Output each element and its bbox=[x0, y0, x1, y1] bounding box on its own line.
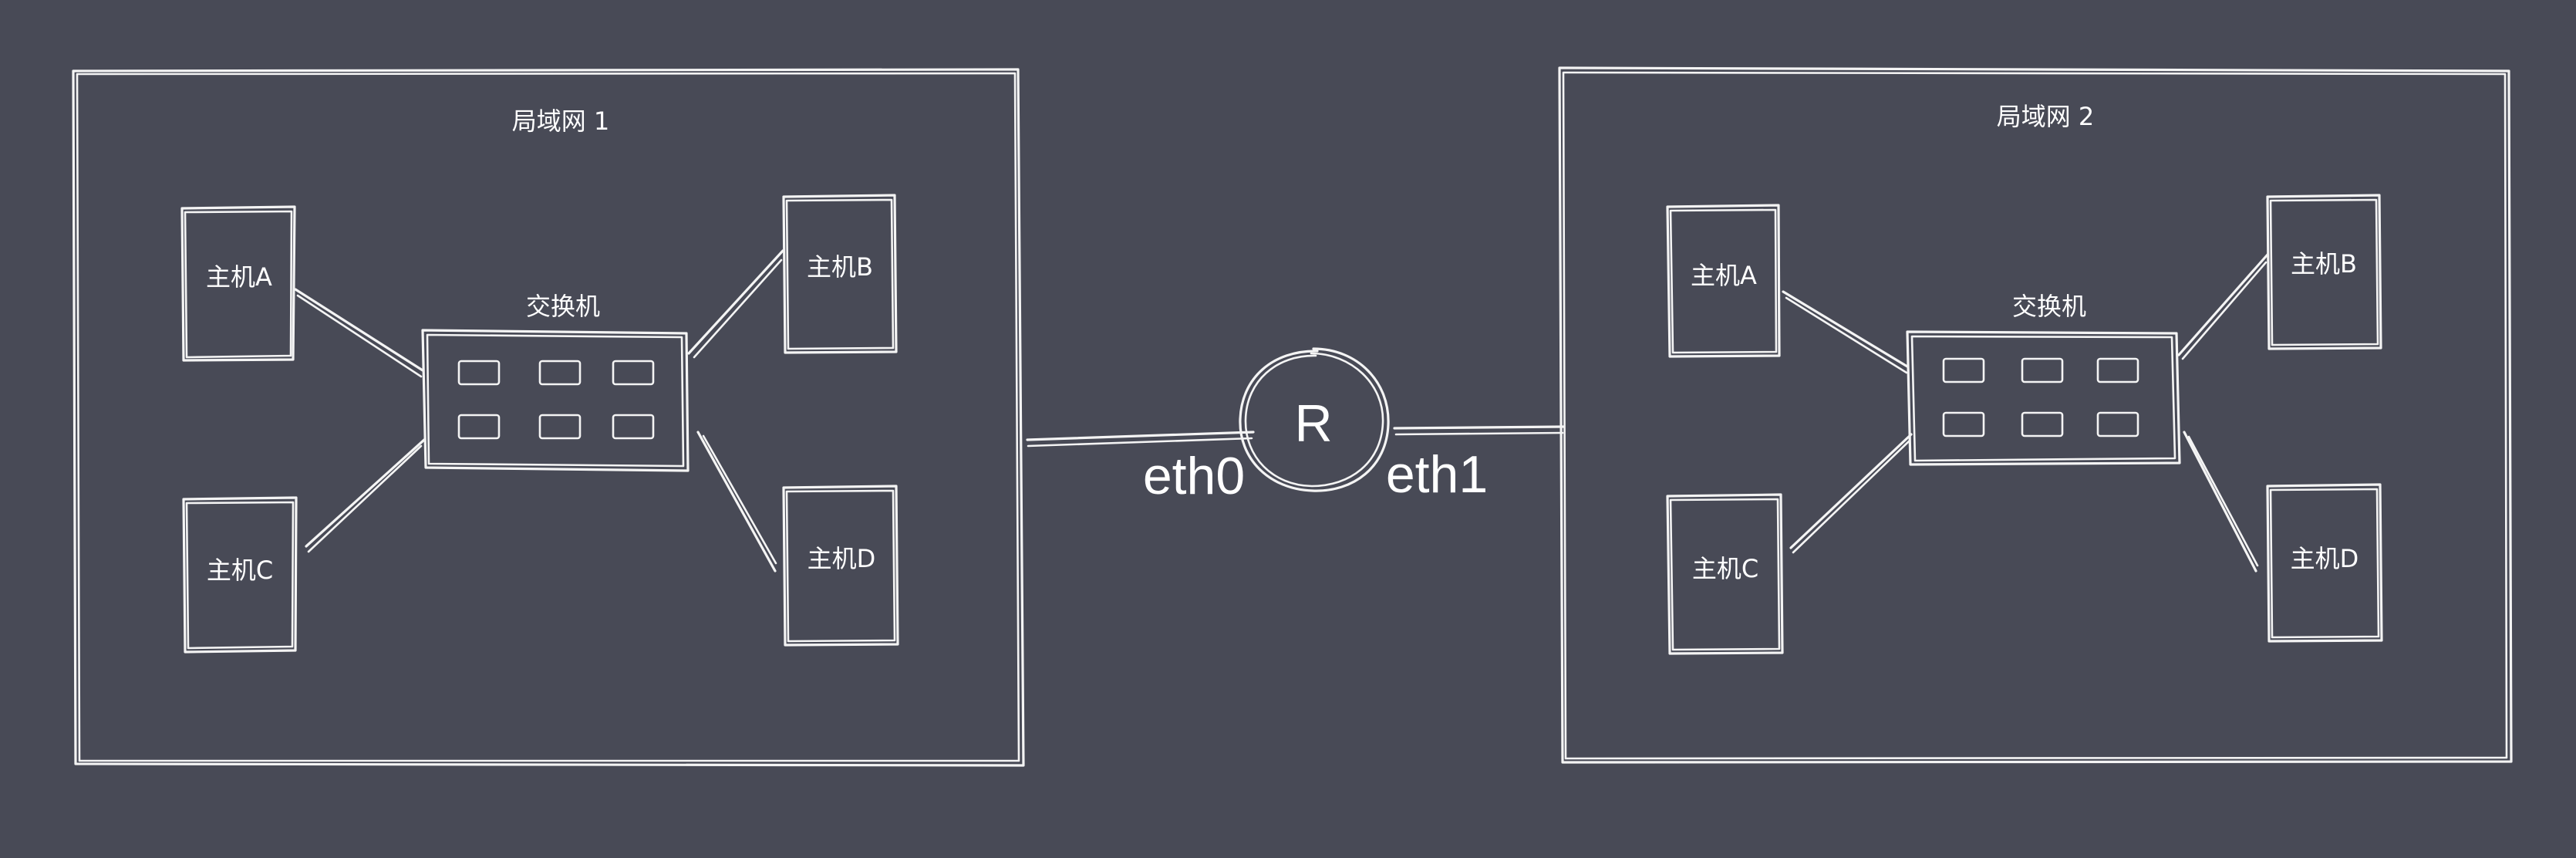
router-eth1-label: eth1 bbox=[1386, 445, 1488, 504]
lan1-frame bbox=[72, 68, 1025, 767]
lan2-switch-ports bbox=[1942, 357, 2139, 437]
switch-port bbox=[612, 414, 655, 440]
lan2-frame bbox=[1558, 66, 2513, 764]
switch-port bbox=[2096, 411, 2139, 437]
router-links bbox=[1026, 425, 1566, 448]
lan2-host-c: 主机C bbox=[1666, 493, 1784, 655]
switch-port bbox=[2096, 357, 2139, 383]
switch-port bbox=[538, 414, 582, 440]
router-node: R bbox=[1239, 347, 1390, 492]
lan2-links bbox=[1782, 253, 2269, 573]
switch-port bbox=[457, 414, 501, 440]
lan2-group: 局域网 2 主机A 主机B 主机C 主机D 交换机 bbox=[1558, 66, 2513, 764]
switch-port bbox=[1942, 411, 1985, 437]
switch-port bbox=[2021, 357, 2064, 383]
switch-port bbox=[612, 360, 655, 386]
lan1-links bbox=[294, 249, 784, 573]
lan2-switch-label: 交换机 bbox=[2012, 292, 2086, 321]
router-label: R bbox=[1294, 394, 1332, 453]
lan1-switch-label: 交换机 bbox=[526, 292, 600, 321]
lan1-host-c: 主机C bbox=[182, 496, 298, 654]
lan2-host-b: 主机B bbox=[2266, 194, 2382, 350]
switch-port bbox=[538, 360, 582, 386]
lan1-host-c-label: 主机C bbox=[207, 556, 273, 585]
router-group: R eth0 eth1 bbox=[1026, 347, 1566, 505]
router-eth0-label: eth0 bbox=[1143, 447, 1245, 505]
lan2-title: 局域网 2 bbox=[1997, 102, 2095, 131]
lan1-host-a: 主机A bbox=[180, 205, 296, 362]
lan1-host-a-label: 主机A bbox=[206, 262, 272, 292]
lan1-host-d: 主机D bbox=[782, 485, 899, 647]
switch-port bbox=[2021, 411, 2064, 437]
lan2-host-a: 主机A bbox=[1666, 204, 1781, 358]
lan1-switch-ports bbox=[457, 360, 655, 440]
switch-port bbox=[457, 360, 501, 386]
lan1-group: 局域网 1 主机A 主机B 主机C 主机D 交换机 bbox=[72, 68, 1025, 767]
lan1-host-d-label: 主机D bbox=[808, 544, 876, 573]
lan1-host-b-label: 主机B bbox=[807, 252, 873, 282]
lan1-switch: 交换机 bbox=[421, 292, 690, 472]
lan1-title: 局域网 1 bbox=[512, 106, 610, 136]
lan2-host-d-label: 主机D bbox=[2291, 544, 2359, 573]
lan2-host-b-label: 主机B bbox=[2291, 249, 2357, 279]
lan2-switch: 交换机 bbox=[1906, 292, 2181, 466]
lan2-host-a-label: 主机A bbox=[1691, 261, 1757, 290]
lan1-host-b: 主机B bbox=[782, 194, 898, 354]
switch-port bbox=[1942, 357, 1985, 383]
lan2-host-c-label: 主机C bbox=[1692, 554, 1758, 583]
lan2-host-d: 主机D bbox=[2266, 483, 2383, 643]
